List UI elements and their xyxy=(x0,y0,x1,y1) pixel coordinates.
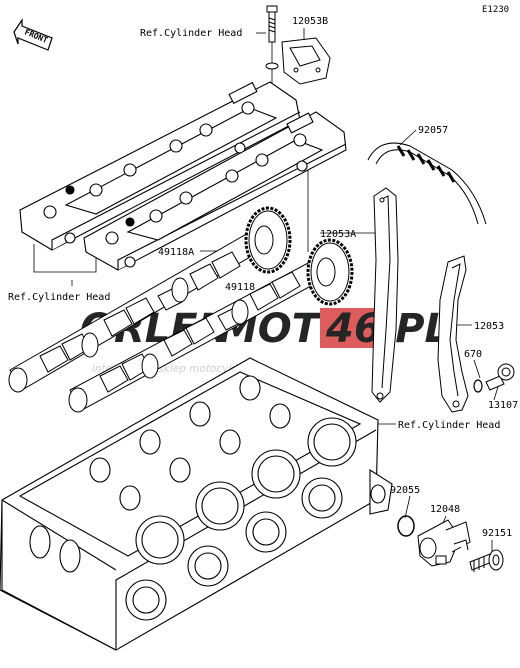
label-670: 670 xyxy=(464,349,482,360)
bolt-13107 xyxy=(485,363,515,391)
cylinder-head xyxy=(0,357,393,651)
front-arrow-icon: FRONT xyxy=(13,18,53,51)
label-13107: 13107 xyxy=(488,400,518,411)
label-12053B: 12053B xyxy=(292,16,328,27)
label-49118: 49118 xyxy=(225,282,255,293)
label-49118A: 49118A xyxy=(158,247,194,258)
label-ref-cylinder-head-left: Ref.Cylinder Head xyxy=(8,292,110,303)
cam-cap-exhaust xyxy=(19,81,301,251)
diagram-code: E1230 xyxy=(482,5,509,15)
sprocket-intake xyxy=(306,238,354,306)
cam-chain-92057 xyxy=(367,142,487,225)
bolt-92151 xyxy=(469,549,504,572)
label-12053: 12053 xyxy=(474,321,504,332)
cam-chain-guide-top-12053B xyxy=(281,37,331,85)
label-12053A: 12053A xyxy=(320,229,356,240)
o-ring-92055 xyxy=(397,515,415,537)
sprocket-exhaust xyxy=(244,206,292,274)
chain-guide-12053 xyxy=(437,255,469,413)
camshaft-exhaust-49118A xyxy=(8,231,263,393)
label-92057: 92057 xyxy=(418,125,448,136)
part-labels: Ref.Cylinder Head 12053B 92057 12053A 49… xyxy=(8,16,518,539)
o-ring-670 xyxy=(473,379,483,393)
watermark-badge xyxy=(320,308,378,348)
label-ref-cylinder-head-right: Ref.Cylinder Head xyxy=(398,420,500,431)
label-ref-cylinder-head-top: Ref.Cylinder Head xyxy=(140,28,242,39)
camshaft-intake-49118 xyxy=(68,261,323,413)
label-92151: 92151 xyxy=(482,528,512,539)
chain-tensioner-12048 xyxy=(417,519,471,567)
label-12048: 12048 xyxy=(430,504,460,515)
chain-guide-12053A xyxy=(371,187,399,403)
label-92055: 92055 xyxy=(390,485,420,496)
bolt-icon xyxy=(265,5,279,70)
cam-cap-intake xyxy=(83,111,347,271)
watermark-brand-c: 46 xyxy=(325,306,382,352)
